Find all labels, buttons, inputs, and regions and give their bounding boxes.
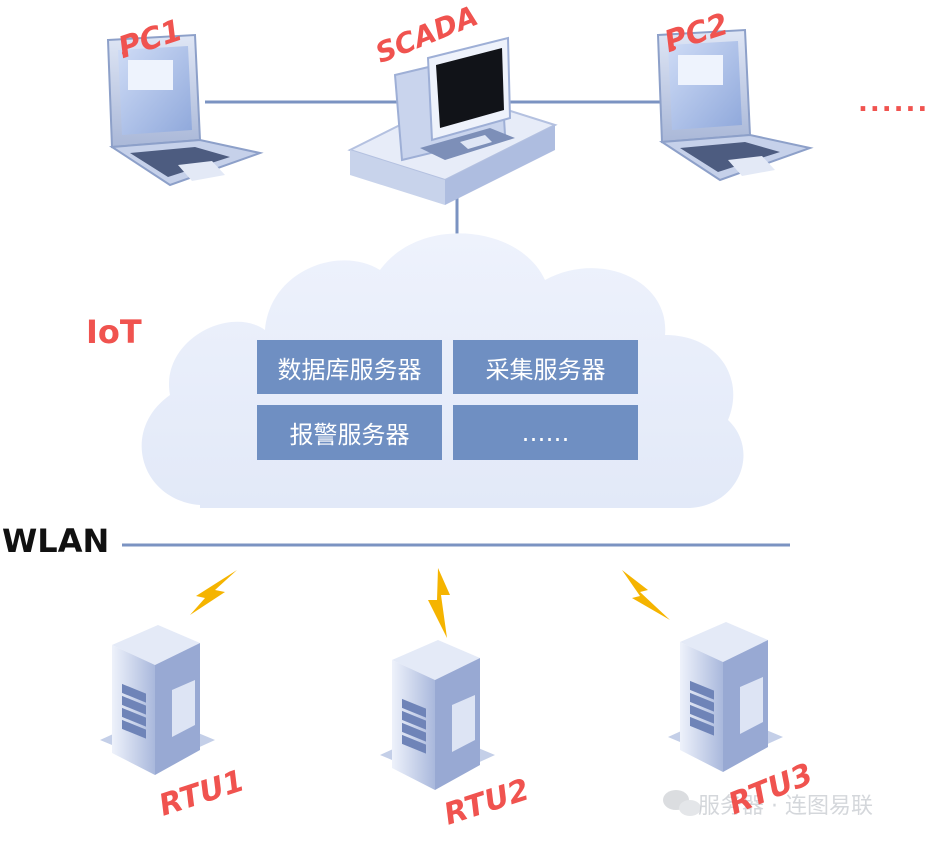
server-cell-database: 数据库服务器 [257,340,442,394]
server-cell-more: …… [453,405,638,460]
iot-label: IoT [86,313,142,351]
lightning-icon-rtu3 [622,570,670,620]
rtu1-server-icon [100,625,215,775]
scada-workstation-icon [347,36,558,205]
rtu2-server-icon [380,640,495,790]
rtu3-server-icon [668,622,783,772]
more-pcs-ellipsis: ...... [858,88,930,118]
pc1-laptop-icon [106,33,264,187]
iot-cloud-shape [141,233,744,508]
lightning-icon-rtu2 [428,568,450,638]
server-cell-alarm: 报警服务器 [257,405,442,460]
wlan-label: WLAN [2,522,110,560]
lightning-icon-rtu1 [190,570,237,615]
pc2-laptop-icon [656,28,814,182]
server-cell-collection: 采集服务器 [453,340,638,394]
watermark-text: 服务器 · 连图易联 [698,794,873,819]
watermark-chat-icon [663,790,701,816]
